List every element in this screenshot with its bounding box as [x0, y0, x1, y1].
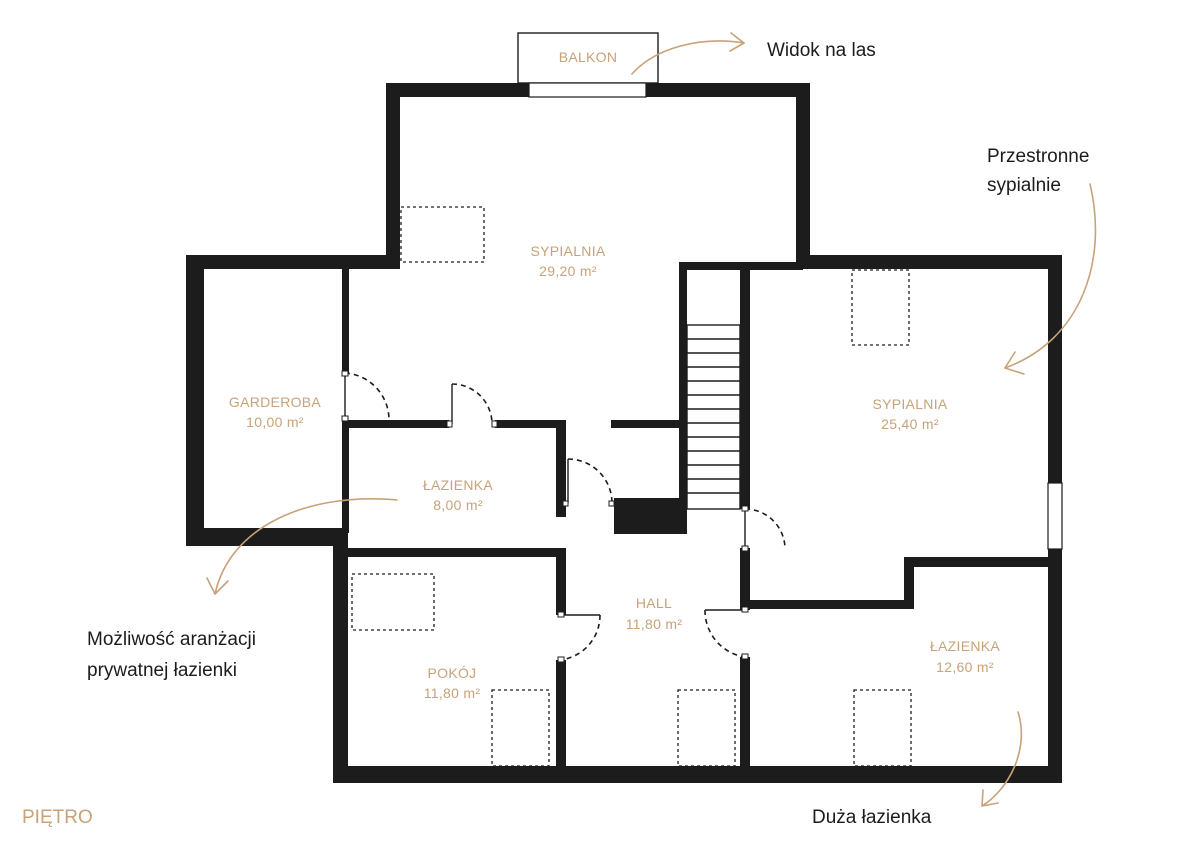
chimney: [614, 498, 687, 534]
exterior-walls: [186, 83, 1062, 783]
garderoba-name: GARDEROBA: [229, 394, 322, 410]
bedroom-main-name: SYPIALNIA: [530, 243, 605, 259]
bathroom-small-name: ŁAZIENKA: [423, 477, 493, 493]
hall-area: 11,80 m²: [626, 616, 683, 632]
floor-label: PIĘTRO: [22, 807, 93, 828]
note-spacious-line1: Przestronne: [987, 146, 1089, 167]
bedroom-right-name: SYPIALNIA: [872, 396, 947, 412]
skylights: [351, 206, 912, 767]
balcony-door: [528, 82, 647, 98]
annotation-arrows: [206, 32, 1097, 807]
arrow-forest-view: [631, 40, 745, 75]
note-forest-view: Widok na las: [767, 40, 876, 61]
interior-walls: [342, 262, 1050, 770]
bathroom-small-area: 8,00 m²: [433, 497, 483, 513]
arrow-large-bathroom: [981, 711, 1023, 807]
bedroom-right-area: 25,40 m²: [881, 416, 939, 432]
arrow-spacious-bedrooms: [1004, 183, 1097, 369]
garderoba-area: 10,00 m²: [246, 414, 304, 430]
bedroom-main-area: 29,20 m²: [539, 263, 597, 279]
balcony-label: BALKON: [559, 49, 618, 65]
note-private-bath-line2: prywatnej łazienki: [87, 660, 237, 681]
bathroom-large-area: 12,60 m²: [936, 659, 994, 675]
doors: [341, 370, 786, 663]
bathroom-large-name: ŁAZIENKA: [930, 638, 1000, 654]
note-large-bath: Duża łazienka: [812, 807, 932, 828]
note-private-bath-line1: Możliwość aranżacji: [87, 629, 256, 650]
note-spacious-line2: sypialnie: [987, 175, 1061, 196]
hall-name: HALL: [636, 595, 672, 611]
staircase: [686, 324, 741, 510]
arrow-private-bathroom: [214, 498, 398, 595]
pokoj-name: POKÓJ: [428, 665, 477, 681]
pokoj-area: 11,80 m²: [424, 685, 481, 701]
window-right: [1047, 482, 1063, 550]
